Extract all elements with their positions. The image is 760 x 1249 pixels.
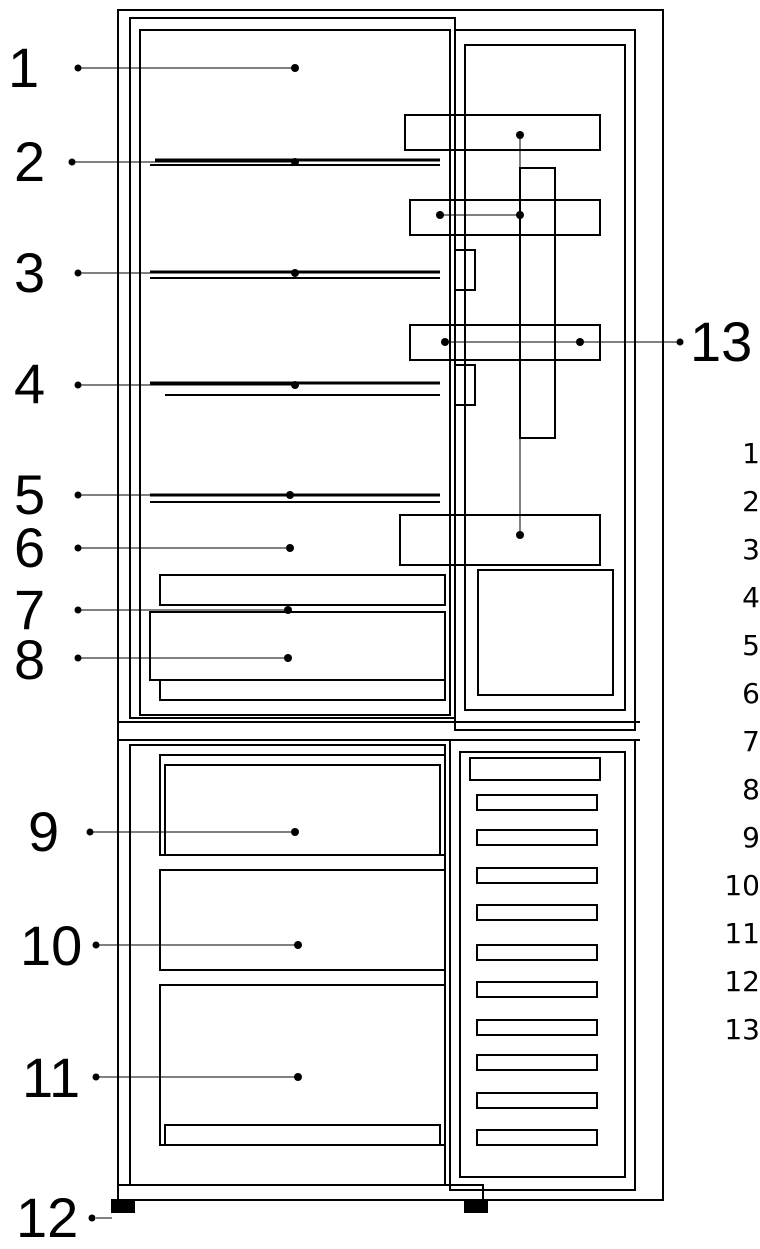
callout-leaders	[72, 67, 680, 1219]
legend-item-13: 13	[724, 1013, 760, 1046]
legend-item-12: 12	[724, 965, 760, 998]
legend-item-10: 10	[724, 869, 760, 902]
legend-item-7: 7	[742, 725, 760, 758]
legend-item-3: 3	[742, 533, 760, 566]
freezer-door	[449, 739, 636, 1191]
legend-item-8: 8	[742, 773, 760, 806]
fridge-shelves	[150, 158, 440, 503]
callout-13: 13	[690, 310, 753, 373]
callout-2: 2	[14, 130, 46, 193]
legend-item-6: 6	[742, 677, 760, 710]
callout-10: 10	[20, 914, 83, 977]
callout-3: 3	[14, 241, 46, 304]
legend-item-5: 5	[742, 629, 760, 662]
freezer-drawers	[159, 754, 446, 1146]
legend-item-9: 9	[742, 821, 760, 854]
callout-8: 8	[14, 628, 46, 691]
legend-item-4: 4	[742, 581, 760, 614]
callout-12: 12	[16, 1186, 79, 1249]
callout-7: 7	[14, 578, 46, 641]
callout-1: 1	[8, 36, 40, 99]
callout-11: 11	[22, 1046, 81, 1109]
callout-4: 4	[14, 352, 46, 415]
fridge-cabinet	[111, 9, 664, 1213]
callout-9: 9	[28, 800, 60, 863]
callout-5: 5	[14, 463, 46, 526]
callout-6: 6	[14, 516, 46, 579]
legend-item-1: 1	[742, 437, 760, 470]
fridge-door	[399, 29, 636, 731]
callout-dots	[68, 64, 684, 1222]
legend-item-2: 2	[742, 485, 760, 518]
crisper-drawers	[149, 574, 446, 701]
legend-item-11: 11	[724, 917, 760, 950]
